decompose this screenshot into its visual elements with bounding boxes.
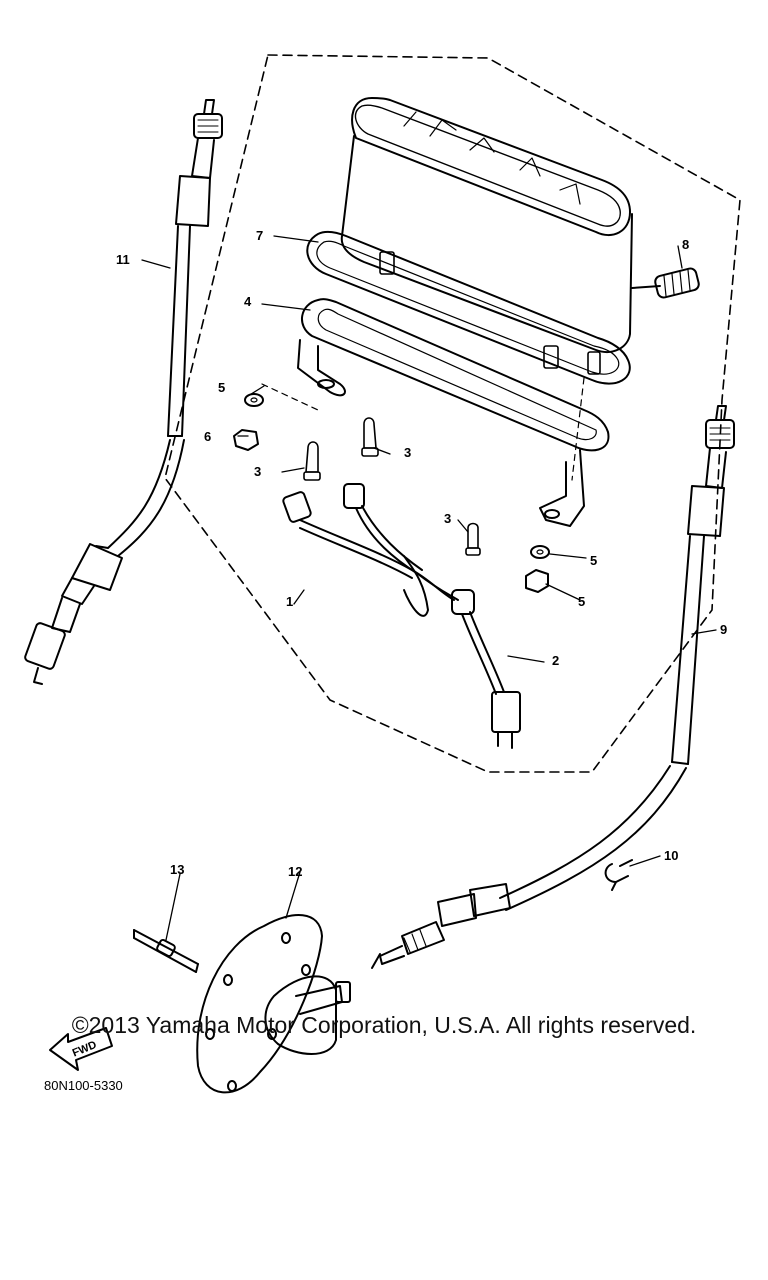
bulbs xyxy=(303,417,481,556)
part-number: 80N100-5330 xyxy=(44,1078,123,1093)
callout-5: 5 xyxy=(578,594,585,609)
nut-right xyxy=(525,569,549,593)
meter-bracket xyxy=(297,298,610,527)
nut-left xyxy=(233,429,259,451)
callout-8: 8 xyxy=(682,237,689,252)
callout-13: 13 xyxy=(170,862,184,877)
callout-7: 7 xyxy=(256,228,263,243)
callout-5: 5 xyxy=(590,553,597,568)
callout-3: 3 xyxy=(404,445,411,460)
callout-6: 6 xyxy=(204,429,211,444)
callout-12: 12 xyxy=(288,864,302,879)
fwd-arrow-icon xyxy=(49,1027,113,1071)
copyright-notice: ©2013 Yamaha Motor Corporation, U.S.A. A… xyxy=(71,1012,697,1038)
alignment-line-right xyxy=(571,377,585,481)
drive-pin xyxy=(133,929,199,973)
alignment-line-left xyxy=(261,383,319,411)
callout-2: 2 xyxy=(552,653,559,668)
gear-housing xyxy=(196,914,351,1094)
cable-clip xyxy=(604,859,633,891)
leader-lines xyxy=(141,235,717,941)
reset-knob xyxy=(631,267,700,299)
callout-10: 10 xyxy=(664,848,678,863)
assembly-boundary xyxy=(164,54,741,773)
meter-housing xyxy=(340,97,633,353)
washer-right xyxy=(530,545,550,559)
callout-5: 5 xyxy=(218,380,225,395)
wire-harness xyxy=(282,483,521,749)
mounting-studs xyxy=(379,251,601,375)
cable-right xyxy=(371,405,735,969)
callout-4: 4 xyxy=(244,294,252,309)
meter-gasket xyxy=(306,230,631,385)
cable-left xyxy=(24,99,223,685)
callout-3: 3 xyxy=(444,511,451,526)
callout-9: 9 xyxy=(720,622,727,637)
callout-3: 3 xyxy=(254,464,261,479)
callout-11: 11 xyxy=(116,252,130,267)
washer-left xyxy=(244,393,264,407)
callout-1: 1 xyxy=(286,594,293,609)
